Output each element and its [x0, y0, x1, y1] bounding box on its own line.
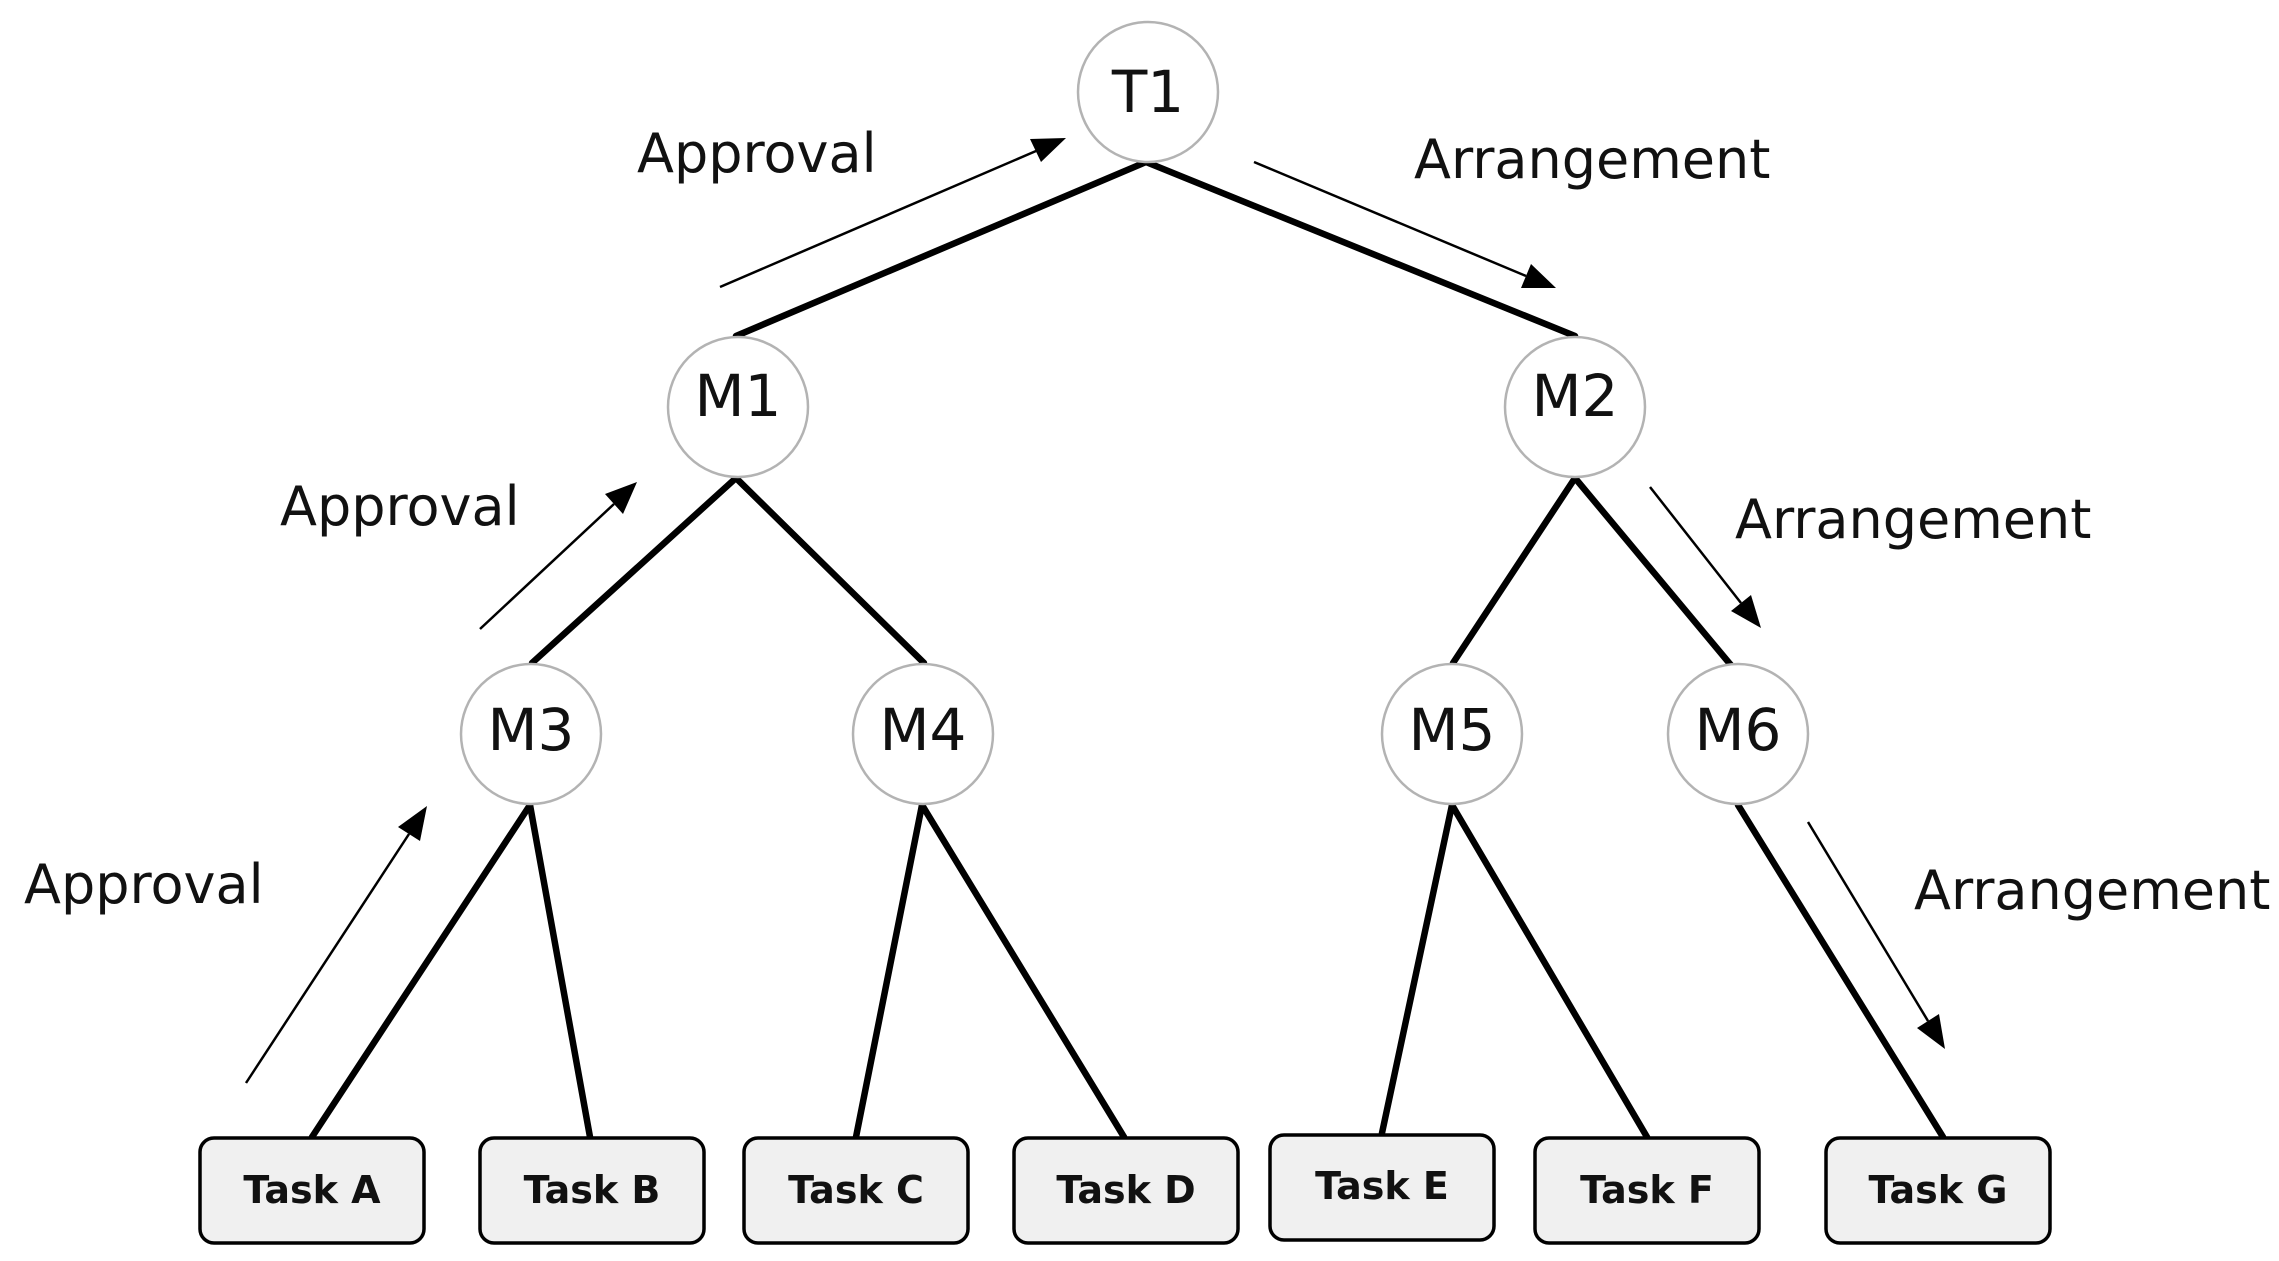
task-box [1268, 1133, 1496, 1242]
approval-label-low: Approval [24, 853, 264, 916]
task-label: Task B [524, 1168, 661, 1212]
node-circle [851, 662, 995, 806]
arrow-head-icon [398, 806, 427, 841]
node-m4: M4 [851, 662, 995, 806]
node-label: M4 [880, 696, 967, 764]
task-label: Task G [1869, 1168, 2008, 1212]
edge-m4-task-d [918, 801, 1128, 1141]
node-circle [1503, 335, 1647, 479]
flow-labels: Approval Approval Approval Arrangement A… [24, 122, 2270, 922]
task-f: Task F [1533, 1136, 1761, 1245]
edge-m3-task-b [526, 801, 594, 1141]
approval-arrow-top [719, 149, 1037, 289]
arrangement-arrow-mid [1649, 486, 1742, 604]
edge-m3-task-a [308, 801, 534, 1141]
task-b: Task B [478, 1136, 706, 1245]
task-g: Task G [1824, 1136, 2052, 1245]
edge-m5-task-e [1378, 801, 1456, 1137]
task-box [478, 1136, 706, 1245]
task-box [742, 1136, 970, 1245]
arrangement-label-low: Arrangement [1914, 859, 2270, 922]
node-label: M1 [695, 362, 782, 430]
task-label: Task C [788, 1168, 924, 1212]
node-label: M6 [1695, 696, 1782, 764]
edge-m2-m5 [1449, 474, 1579, 667]
task-c: Task C [742, 1136, 970, 1245]
edge-m6-task-g [1734, 801, 1947, 1141]
approval-label-mid: Approval [280, 475, 520, 538]
task-box [198, 1136, 426, 1245]
task-label: Task A [243, 1168, 381, 1212]
node-m5: M5 [1380, 662, 1524, 806]
edge-t1-m2 [1142, 158, 1579, 340]
arrow-head-icon [1030, 138, 1066, 162]
edge-m4-task-c [852, 801, 926, 1141]
edge-m2-m6 [1571, 474, 1739, 674]
edge-m5-task-f [1448, 801, 1651, 1141]
task-a: Task A [198, 1136, 426, 1245]
task-box [1824, 1136, 2052, 1245]
arrow-head-icon [1731, 595, 1761, 628]
task-d: Task D [1012, 1136, 1240, 1245]
node-label: T1 [1111, 58, 1184, 126]
node-m1: M1 [666, 335, 810, 479]
node-t1: T1 [1076, 20, 1220, 164]
node-label: M3 [488, 696, 575, 764]
flow-arrows [244, 138, 1945, 1084]
edge-t1-m1 [732, 158, 1150, 340]
arrow-head-icon [605, 482, 637, 514]
task-e: Task E [1268, 1133, 1496, 1242]
arrangement-arrow-top [1253, 160, 1527, 278]
task-label: Task E [1315, 1164, 1449, 1208]
edge-m1-m4 [732, 474, 928, 667]
node-label: M5 [1409, 696, 1496, 764]
node-circle [1666, 662, 1810, 806]
node-circle [459, 662, 603, 806]
arrangement-arrow-low [1806, 821, 1930, 1022]
node-circle [666, 335, 810, 479]
arrangement-label-top: Arrangement [1414, 128, 1770, 191]
node-circle [1380, 662, 1524, 806]
approval-label-top: Approval [637, 122, 877, 185]
approval-arrow-low [244, 833, 411, 1084]
task-box [1012, 1136, 1240, 1245]
node-circle [1076, 20, 1220, 164]
node-label: M2 [1532, 362, 1619, 430]
edge-m1-m3 [528, 474, 740, 667]
arrangement-label-mid: Arrangement [1735, 488, 2091, 551]
node-m2: M2 [1503, 335, 1647, 479]
arrow-head-icon [1521, 264, 1556, 288]
arrow-head-icon [1917, 1014, 1945, 1049]
task-box [1533, 1136, 1761, 1245]
task-label: Task D [1056, 1168, 1195, 1212]
approval-arrow-mid [479, 503, 615, 630]
task-label: Task F [1580, 1168, 1714, 1212]
node-m6: M6 [1666, 662, 1810, 806]
node-m3: M3 [459, 662, 603, 806]
tree-edges [308, 158, 1947, 1141]
